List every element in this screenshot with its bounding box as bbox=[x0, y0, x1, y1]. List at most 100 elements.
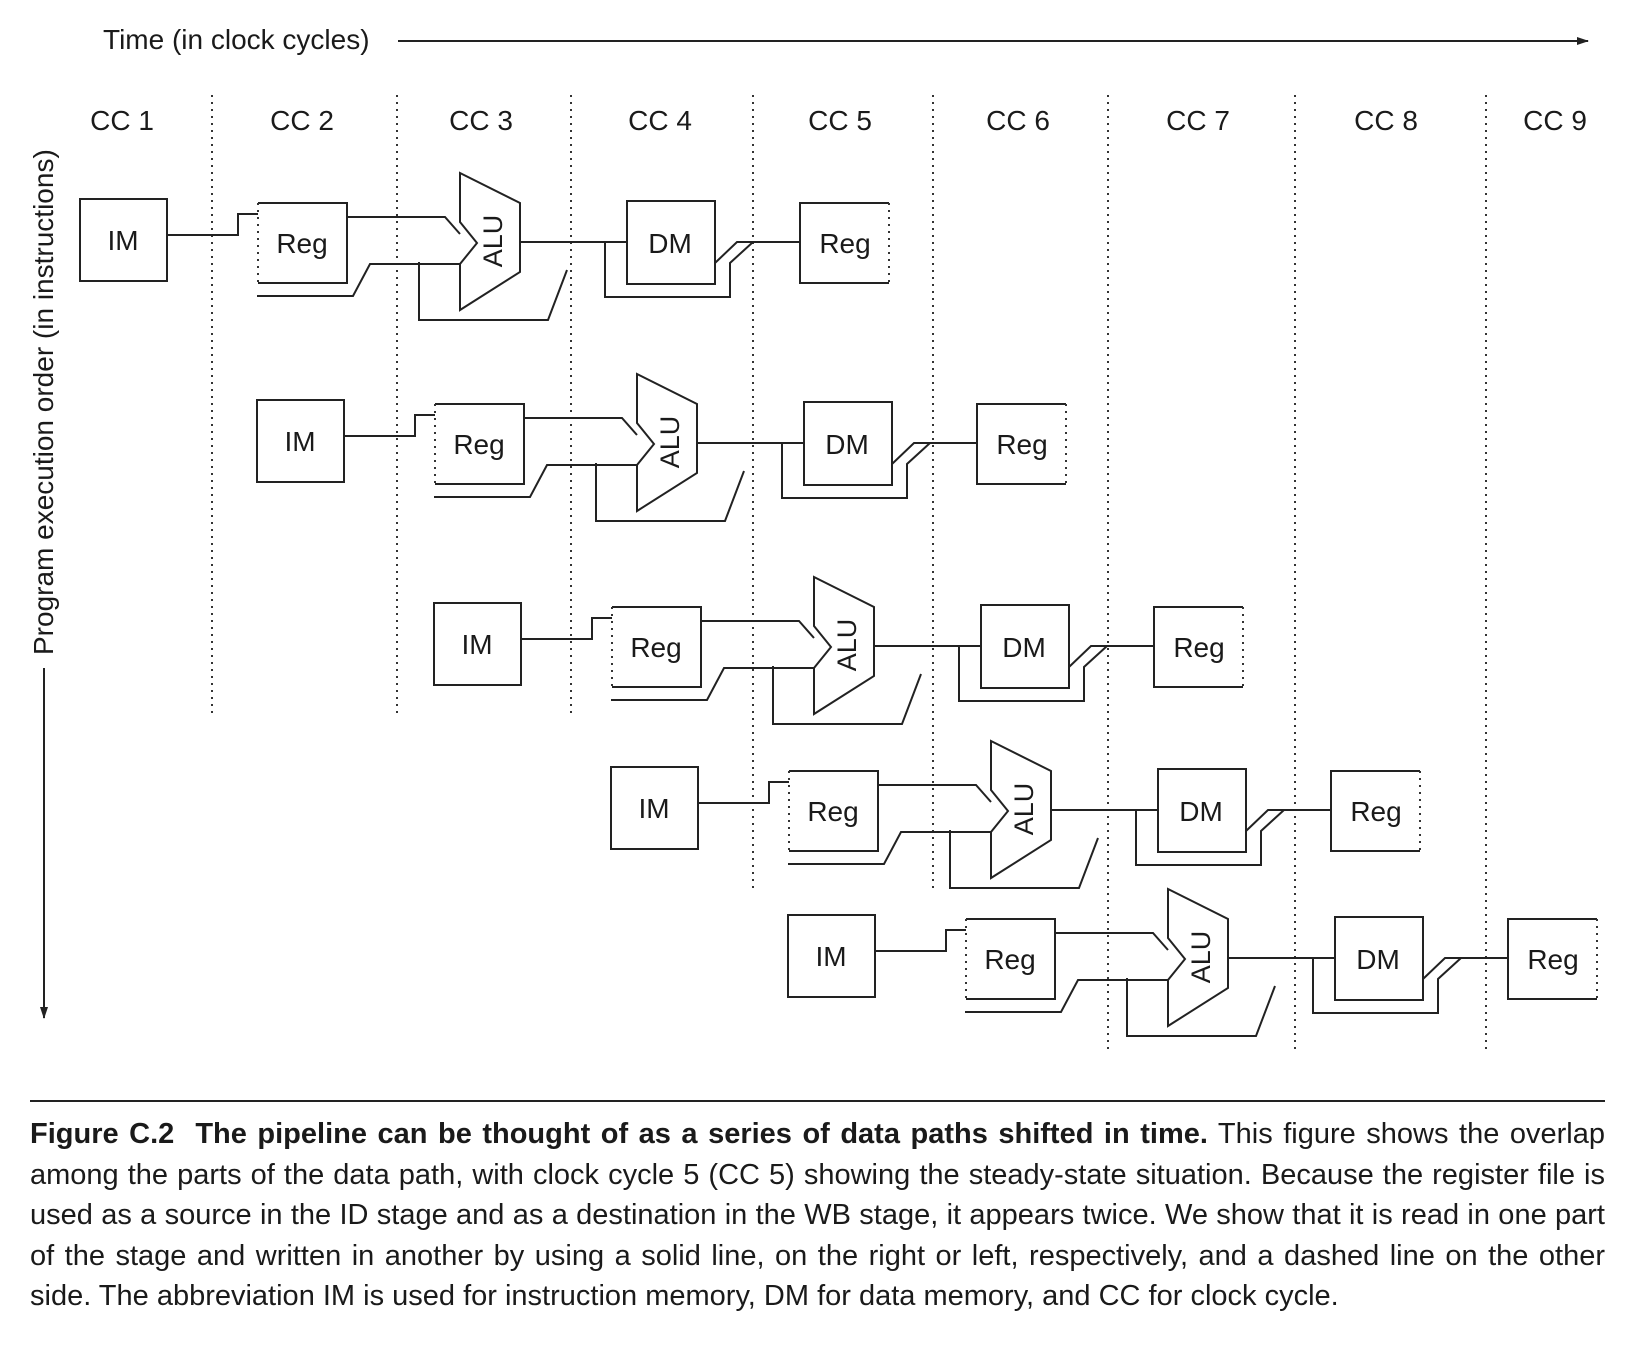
wire bbox=[347, 216, 461, 235]
stage-label-alu: ALU bbox=[655, 416, 685, 469]
alu-shape bbox=[1167, 887, 1229, 1028]
caption-divider bbox=[30, 1100, 1605, 1102]
reg-write-border bbox=[799, 202, 889, 284]
stage-label-dm: DM bbox=[1002, 632, 1046, 663]
stage-label-reg-write: Reg bbox=[819, 228, 870, 259]
cycle-label: CC 1 bbox=[90, 105, 154, 136]
dm-box bbox=[980, 604, 1070, 689]
wire bbox=[167, 213, 258, 236]
stage-label-dm: DM bbox=[1179, 796, 1223, 827]
pipeline-diagram: Time (in clock cycles) Program execution… bbox=[28, 24, 1598, 1050]
cycle-label: CC 2 bbox=[270, 105, 334, 136]
stage-label-dm: DM bbox=[648, 228, 692, 259]
dm-box bbox=[803, 401, 893, 486]
wire bbox=[434, 464, 637, 498]
wire bbox=[1068, 645, 1154, 668]
alu-shape bbox=[813, 575, 875, 716]
reg-read-border bbox=[435, 403, 525, 485]
stage-label-reg-read: Reg bbox=[630, 632, 681, 663]
cycle-label: CC 5 bbox=[808, 105, 872, 136]
dm-box bbox=[1334, 916, 1424, 1001]
program-order-label: Program execution order (in instructions… bbox=[28, 149, 59, 655]
wire bbox=[1126, 978, 1276, 1037]
dm-box bbox=[1157, 768, 1247, 853]
stage-label-reg-read: Reg bbox=[807, 796, 858, 827]
stage-label-reg-write: Reg bbox=[1173, 632, 1224, 663]
stage-label-im: IM bbox=[284, 426, 315, 457]
stage-label-reg-read: Reg bbox=[453, 429, 504, 460]
reg-write-border bbox=[1507, 918, 1597, 1000]
stage-label-reg-write: Reg bbox=[996, 429, 1047, 460]
wire bbox=[604, 241, 754, 298]
cycle-label: CC 8 bbox=[1354, 105, 1418, 136]
reg-write-border bbox=[1153, 606, 1243, 688]
figure-caption: Figure C.2 The pipeline can be thought o… bbox=[30, 1114, 1605, 1317]
wire bbox=[524, 417, 638, 436]
im-box bbox=[256, 399, 345, 483]
stage-label-alu: ALU bbox=[478, 215, 508, 268]
stage-label-reg-write: Reg bbox=[1527, 944, 1578, 975]
wire bbox=[875, 929, 966, 952]
cycle-label: CC 4 bbox=[628, 105, 692, 136]
wire bbox=[1245, 809, 1331, 832]
stage-label-dm: DM bbox=[825, 429, 869, 460]
wire bbox=[1422, 957, 1508, 980]
wire bbox=[1055, 932, 1169, 951]
stage-label-reg-write: Reg bbox=[1350, 796, 1401, 827]
im-box bbox=[787, 914, 876, 998]
figure-number: Figure C.2 bbox=[30, 1118, 175, 1150]
wire bbox=[611, 667, 814, 701]
im-box bbox=[79, 198, 168, 282]
alu-shape bbox=[990, 739, 1052, 880]
dm-box bbox=[626, 200, 716, 285]
stage-label-alu: ALU bbox=[1009, 783, 1039, 836]
reg-read-border bbox=[258, 202, 348, 284]
reg-write-border bbox=[976, 403, 1066, 485]
wire bbox=[958, 645, 1108, 702]
stage-label-im: IM bbox=[461, 629, 492, 660]
cycle-label: CC 6 bbox=[986, 105, 1050, 136]
wire bbox=[701, 620, 815, 639]
stage-label-reg-read: Reg bbox=[984, 944, 1035, 975]
figure-title: The pipeline can be thought of as a seri… bbox=[195, 1118, 1208, 1150]
cycle-label: CC 9 bbox=[1523, 105, 1587, 136]
reg-read-border bbox=[612, 606, 702, 688]
cycle-label: CC 7 bbox=[1166, 105, 1230, 136]
wire bbox=[698, 781, 789, 804]
stage-label-im: IM bbox=[107, 225, 138, 256]
wire bbox=[1312, 957, 1462, 1014]
wire bbox=[949, 830, 1099, 889]
wire bbox=[878, 784, 992, 803]
wire bbox=[1135, 809, 1285, 866]
stage-label-dm: DM bbox=[1356, 944, 1400, 975]
im-box bbox=[610, 766, 699, 850]
cycle-labels: CC 1 CC 2 CC 3 CC 4 CC 5 CC 6 CC 7 CC 8 CC 9 bbox=[90, 105, 1587, 136]
alu-shape bbox=[459, 171, 521, 312]
instruction-row: IM Reg DM Reg ALU bbox=[787, 887, 1598, 1037]
cycle-label: CC 3 bbox=[449, 105, 513, 136]
figure-body: This figure shows the overlap among the … bbox=[30, 1118, 1605, 1312]
instruction-row: IM Reg DM Reg ALU bbox=[610, 739, 1421, 889]
wire bbox=[781, 442, 931, 499]
wire bbox=[595, 463, 745, 522]
alu-shape bbox=[636, 372, 698, 513]
wire bbox=[788, 831, 991, 865]
time-axis-label: Time (in clock cycles) bbox=[103, 24, 370, 55]
wire bbox=[965, 979, 1168, 1013]
instruction-row: IM Reg DM Reg ALU bbox=[79, 171, 890, 321]
wire bbox=[891, 442, 977, 465]
reg-read-border bbox=[966, 918, 1056, 1000]
stage-label-reg-read: Reg bbox=[276, 228, 327, 259]
im-box bbox=[433, 602, 522, 686]
wire bbox=[772, 666, 922, 725]
stage-label-alu: ALU bbox=[1186, 931, 1216, 984]
stage-label-im: IM bbox=[638, 793, 669, 824]
reg-read-border bbox=[789, 770, 879, 852]
reg-write-border bbox=[1330, 770, 1420, 852]
wire bbox=[714, 241, 800, 264]
wire bbox=[257, 263, 460, 297]
stage-label-im: IM bbox=[815, 941, 846, 972]
wire bbox=[521, 617, 612, 640]
